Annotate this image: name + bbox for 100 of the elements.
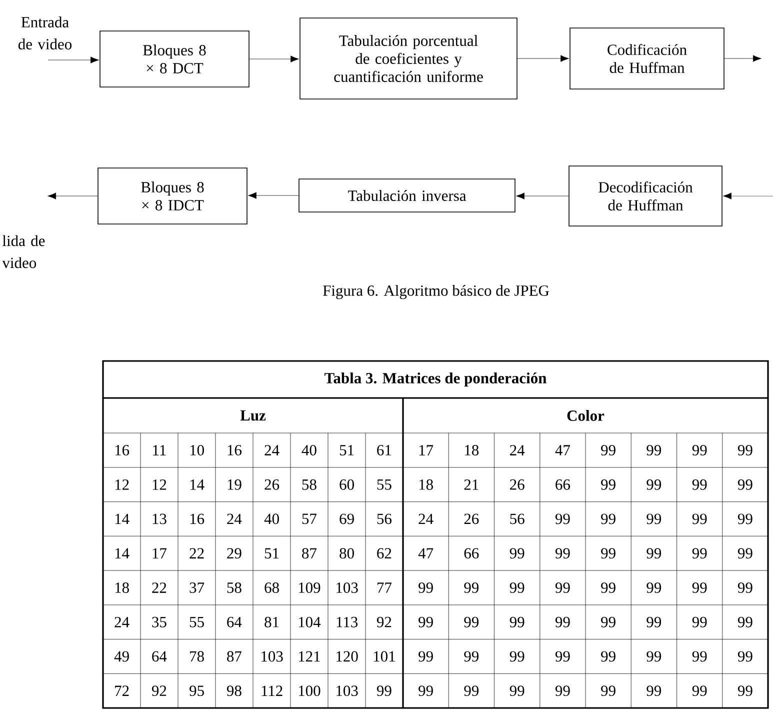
table-cell: 64 — [227, 616, 242, 628]
table-cell: 99 — [738, 514, 752, 524]
table-cell: 113 — [336, 616, 358, 628]
table-cell: 58 — [302, 479, 316, 490]
table-cell: 103 — [336, 582, 358, 593]
table-cell: 92 — [376, 616, 392, 628]
table-cell: 100 — [298, 686, 320, 696]
table-cell: 62 — [377, 548, 392, 559]
table-cell: 103 — [336, 686, 358, 696]
process-box: Decodificación de Huffman — [568, 166, 722, 226]
arrow — [249, 56, 299, 62]
table-cell: 14 — [115, 514, 130, 524]
table-cell: 99 — [646, 479, 662, 490]
table-cell: 99 — [692, 686, 707, 696]
table-cell: 18 — [115, 582, 129, 593]
table-cell: 99 — [646, 616, 662, 628]
table-cell: 49 — [114, 651, 129, 662]
table-cell: 66 — [556, 479, 570, 490]
table-cell: 99 — [738, 651, 752, 662]
table-cell: 64 — [152, 651, 167, 662]
table-cell: 99 — [692, 616, 707, 628]
table-cell: 112 — [262, 686, 282, 696]
table-cell: 11 — [153, 445, 166, 456]
table-cell: 17 — [152, 548, 166, 558]
table-cell: 95 — [190, 686, 204, 696]
table-cell: 99 — [555, 582, 570, 593]
output-label: lida de video — [2, 235, 45, 268]
table-cell: 21 — [464, 479, 478, 490]
table-cell: 99 — [601, 651, 616, 662]
table-cell: 77 — [377, 582, 392, 593]
table-cell: 99 — [376, 686, 392, 696]
table-cell: 51 — [340, 445, 354, 456]
table-cell: 19 — [228, 479, 242, 490]
table-cell: 99 — [510, 616, 524, 628]
table-cell: 78 — [190, 651, 204, 662]
table-cell: 99 — [738, 582, 752, 593]
table-cell: 57 — [302, 514, 317, 524]
process-box: Bloques 8 × 8 DCT — [100, 30, 250, 88]
process-box: Tabulación porcentual de coeficientes y cuantificación uniforme — [300, 18, 518, 100]
table-cell: 26 — [264, 479, 280, 490]
table-cell: 99 — [601, 514, 616, 524]
table-cell: 99 — [692, 651, 707, 662]
table-cell: 24 — [227, 514, 242, 524]
table-cell: 99 — [738, 548, 752, 559]
table-cell: 58 — [227, 582, 242, 593]
table-cell: 51 — [264, 548, 279, 558]
table-cell: 12 — [152, 479, 166, 490]
table-cell: 80 — [340, 548, 354, 559]
table-cell: 66 — [464, 548, 479, 559]
table-cell: 60 — [340, 479, 354, 490]
process-box: Bloques 8 × 8 IDCT — [98, 168, 248, 224]
table-cell: 99 — [646, 651, 662, 662]
table-cell: 22 — [152, 582, 166, 593]
table-cell: 99 — [692, 548, 707, 559]
table-cell: 99 — [464, 582, 478, 593]
arrow — [516, 192, 569, 200]
table-cell: 55 — [190, 616, 204, 628]
table-cell: 99 — [418, 616, 433, 628]
table-cell: 99 — [555, 548, 570, 559]
table-cell: 18 — [419, 479, 433, 490]
table-cell: 24 — [510, 445, 525, 456]
table-cell: 24 — [264, 445, 280, 456]
table-cell: 35 — [152, 616, 166, 628]
arrow — [248, 192, 299, 199]
table-cell: 37 — [190, 582, 204, 593]
arrow — [723, 192, 773, 200]
table-cell: 99 — [601, 445, 616, 456]
table-cell: 55 — [377, 479, 392, 490]
table-cell: 26 — [510, 479, 524, 490]
table-cell: 87 — [302, 548, 317, 559]
table-cell: 13 — [152, 514, 166, 524]
process-box: Tabulación inversa — [298, 178, 516, 212]
table-cell: 22 — [190, 548, 204, 558]
table-cell: 104 — [298, 616, 321, 628]
table-cell: 14 — [115, 548, 130, 558]
table-cell: 99 — [646, 686, 662, 696]
table-cell: 47 — [418, 548, 434, 558]
table-cell: 109 — [298, 582, 320, 593]
table-cell: 99 — [646, 445, 662, 456]
table-cell: 72 — [115, 686, 129, 696]
table-cell: 99 — [738, 479, 752, 490]
table-cell: 47 — [555, 445, 570, 456]
table-cell: 68 — [264, 582, 279, 593]
table-cell: 16 — [115, 445, 130, 456]
table-cell: 24 — [114, 616, 130, 628]
table-cell: 16 — [228, 445, 242, 456]
table-cell: 40 — [302, 444, 316, 456]
table-title: Tabla 3. Matrices de ponderación — [324, 372, 546, 387]
table-cell: 99 — [601, 479, 616, 490]
table-cell: 99 — [692, 582, 707, 593]
table-cell: 98 — [226, 686, 242, 696]
figure-caption: Figura 6. Algoritmo básico de JPEG — [323, 284, 549, 300]
table-cell: 99 — [418, 651, 433, 662]
table-cell: 99 — [510, 582, 524, 593]
table-cell: 99 — [464, 651, 478, 662]
table-cell: 99 — [510, 651, 524, 662]
arrow — [724, 55, 762, 62]
table-cell: 40 — [264, 514, 279, 524]
table-cell: 92 — [152, 686, 166, 696]
table-cell: 99 — [418, 582, 433, 593]
